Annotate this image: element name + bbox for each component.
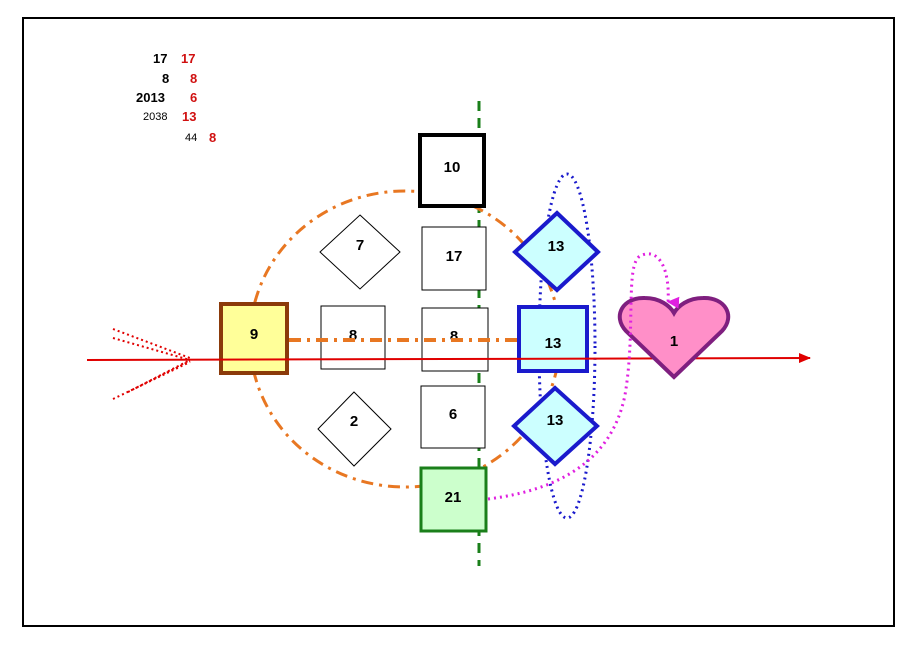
square-10-label: 10 [444,159,461,176]
square-8-center-label: 8 [450,328,458,345]
legend-row-2-right: 8 [190,71,198,86]
square-8-left-label: 8 [349,327,357,344]
legend-row-1-right: 17 [181,51,196,66]
diamond-2-label: 2 [350,413,358,430]
legend-row-1-left: 17 [153,51,168,66]
legend-row-4-left: 2038 [143,111,168,123]
magenta-dotted-curve [487,252,680,501]
legend-row-5-left: 44 [185,132,198,144]
green-square-21: 21 [419,466,488,533]
blue-dotted-ellipse [537,172,597,520]
yellow-square-9-label: 9 [250,326,258,343]
yellow-square-9: 9 [219,302,289,375]
blue-diamond-13-top-label: 13 [548,238,565,255]
heart-label: 1 [670,333,678,350]
heart: 1 [617,295,731,380]
legend-row-3-right: 6 [190,90,198,105]
diamond-2: 2 [317,391,392,467]
green-square-21-label: 21 [445,489,462,506]
red-arrow [86,353,811,364]
square-17: 17 [421,226,487,291]
square-17-label: 17 [446,248,463,265]
blue-square-13: 13 [517,305,589,373]
blue-diamond-13-top: 13 [512,210,601,293]
legend-row-3-left: 2013 [136,90,165,105]
blue-diamond-13-bottom-label: 13 [547,412,564,429]
diamond-7-label: 7 [356,237,364,254]
square-6-label: 6 [449,406,457,423]
legend-row-4-right: 13 [182,109,197,124]
blue-square-13-label: 13 [545,335,562,352]
diamond-7: 7 [319,214,401,290]
legend-row-2-left: 8 [162,71,170,86]
square-6: 6 [420,385,486,449]
arrow-fletching [112,328,191,400]
legend-row-5-right: 8 [209,130,217,145]
blue-diamond-13-bottom: 13 [511,385,600,467]
diagram-frame [22,17,895,627]
square-10: 10 [418,133,486,208]
